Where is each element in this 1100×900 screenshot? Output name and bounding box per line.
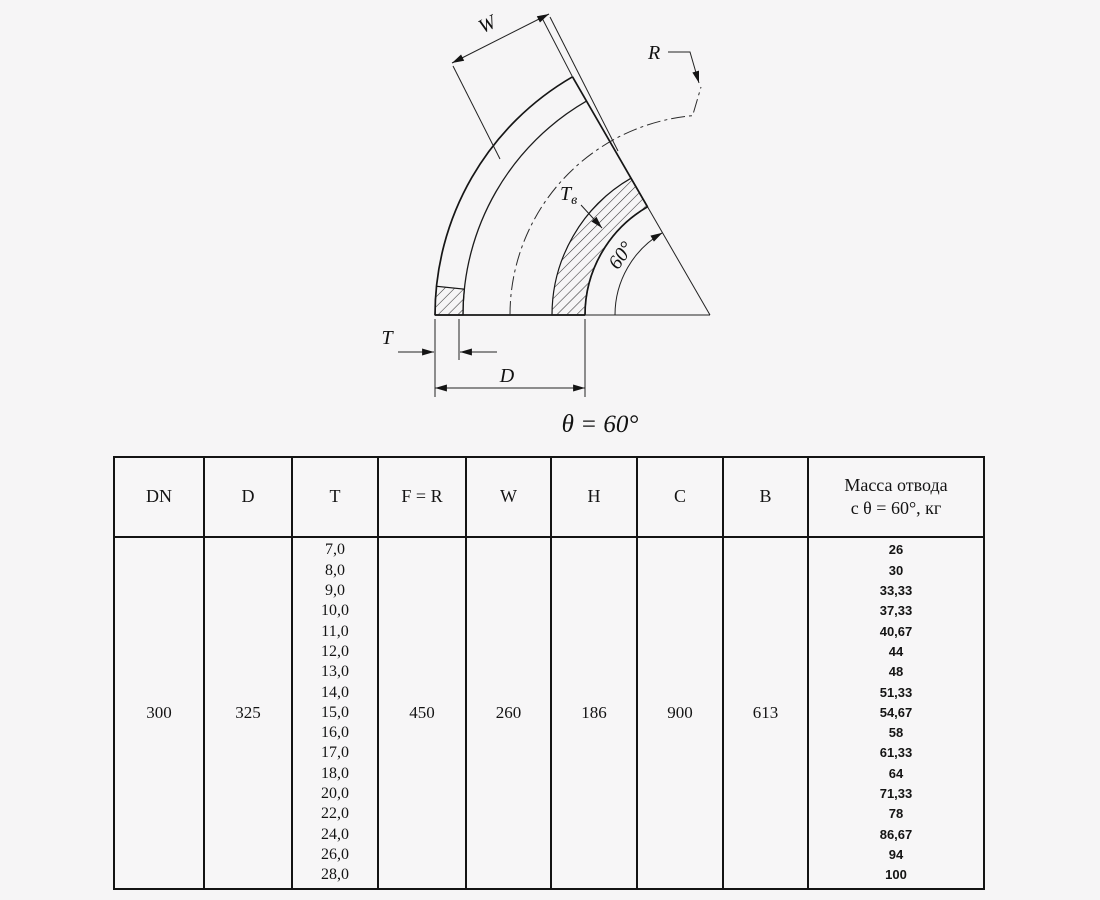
cell-fr: 450 xyxy=(379,538,467,888)
dimensions-table: DN D T F = R W H C B Масса отвода с θ = … xyxy=(113,456,985,890)
inner-wall-section xyxy=(551,177,649,316)
cell-h: 186 xyxy=(552,538,638,888)
w-extension-line-left xyxy=(452,65,501,160)
cell-dn: 300 xyxy=(115,538,205,888)
w-extension-line-right xyxy=(549,16,619,152)
outer-wall-section xyxy=(434,285,466,316)
col-header-d: D xyxy=(205,458,293,538)
col-header-c: C xyxy=(638,458,724,538)
top-face-extension xyxy=(647,206,711,316)
d-label: D xyxy=(499,365,515,387)
outer-arc xyxy=(434,76,573,316)
theta-caption: θ = 60° xyxy=(562,411,639,438)
elbow-drawing: W R 60° Тв T D xyxy=(381,10,711,438)
cell-d: 325 xyxy=(205,538,293,888)
r-label: R xyxy=(647,42,660,64)
col-header-dn: DN xyxy=(115,458,205,538)
elbow-body xyxy=(434,15,711,316)
col-header-b: B xyxy=(724,458,809,538)
cell-b: 613 xyxy=(724,538,809,888)
dimension-d: D xyxy=(434,319,586,397)
cell-c: 900 xyxy=(638,538,724,888)
w-dimension-line xyxy=(451,13,550,64)
angle-label: 60° xyxy=(604,238,638,274)
dimension-t: T xyxy=(381,319,497,360)
t-label: T xyxy=(381,327,394,349)
angle-arc xyxy=(614,232,663,316)
dimension-r: R xyxy=(647,42,700,84)
col-header-h: H xyxy=(552,458,638,538)
cell-w: 260 xyxy=(467,538,552,888)
bend-centerline xyxy=(509,86,702,316)
r-leader-line xyxy=(668,51,700,84)
col-header-mass: Масса отвода с θ = 60°, кг xyxy=(809,458,983,538)
w-label: W xyxy=(475,10,502,38)
col-header-t: T xyxy=(293,458,379,538)
top-face-extension-up xyxy=(540,15,573,78)
bore-left-arc xyxy=(462,100,587,316)
tv-label: Тв xyxy=(560,183,577,208)
col-header-fr: F = R xyxy=(379,458,467,538)
col-header-w: W xyxy=(467,458,552,538)
tv-leader-line xyxy=(580,204,603,229)
dimension-tv: Тв xyxy=(560,183,603,229)
dimension-w: W xyxy=(451,10,619,160)
dimension-angle: 60° xyxy=(604,232,663,316)
